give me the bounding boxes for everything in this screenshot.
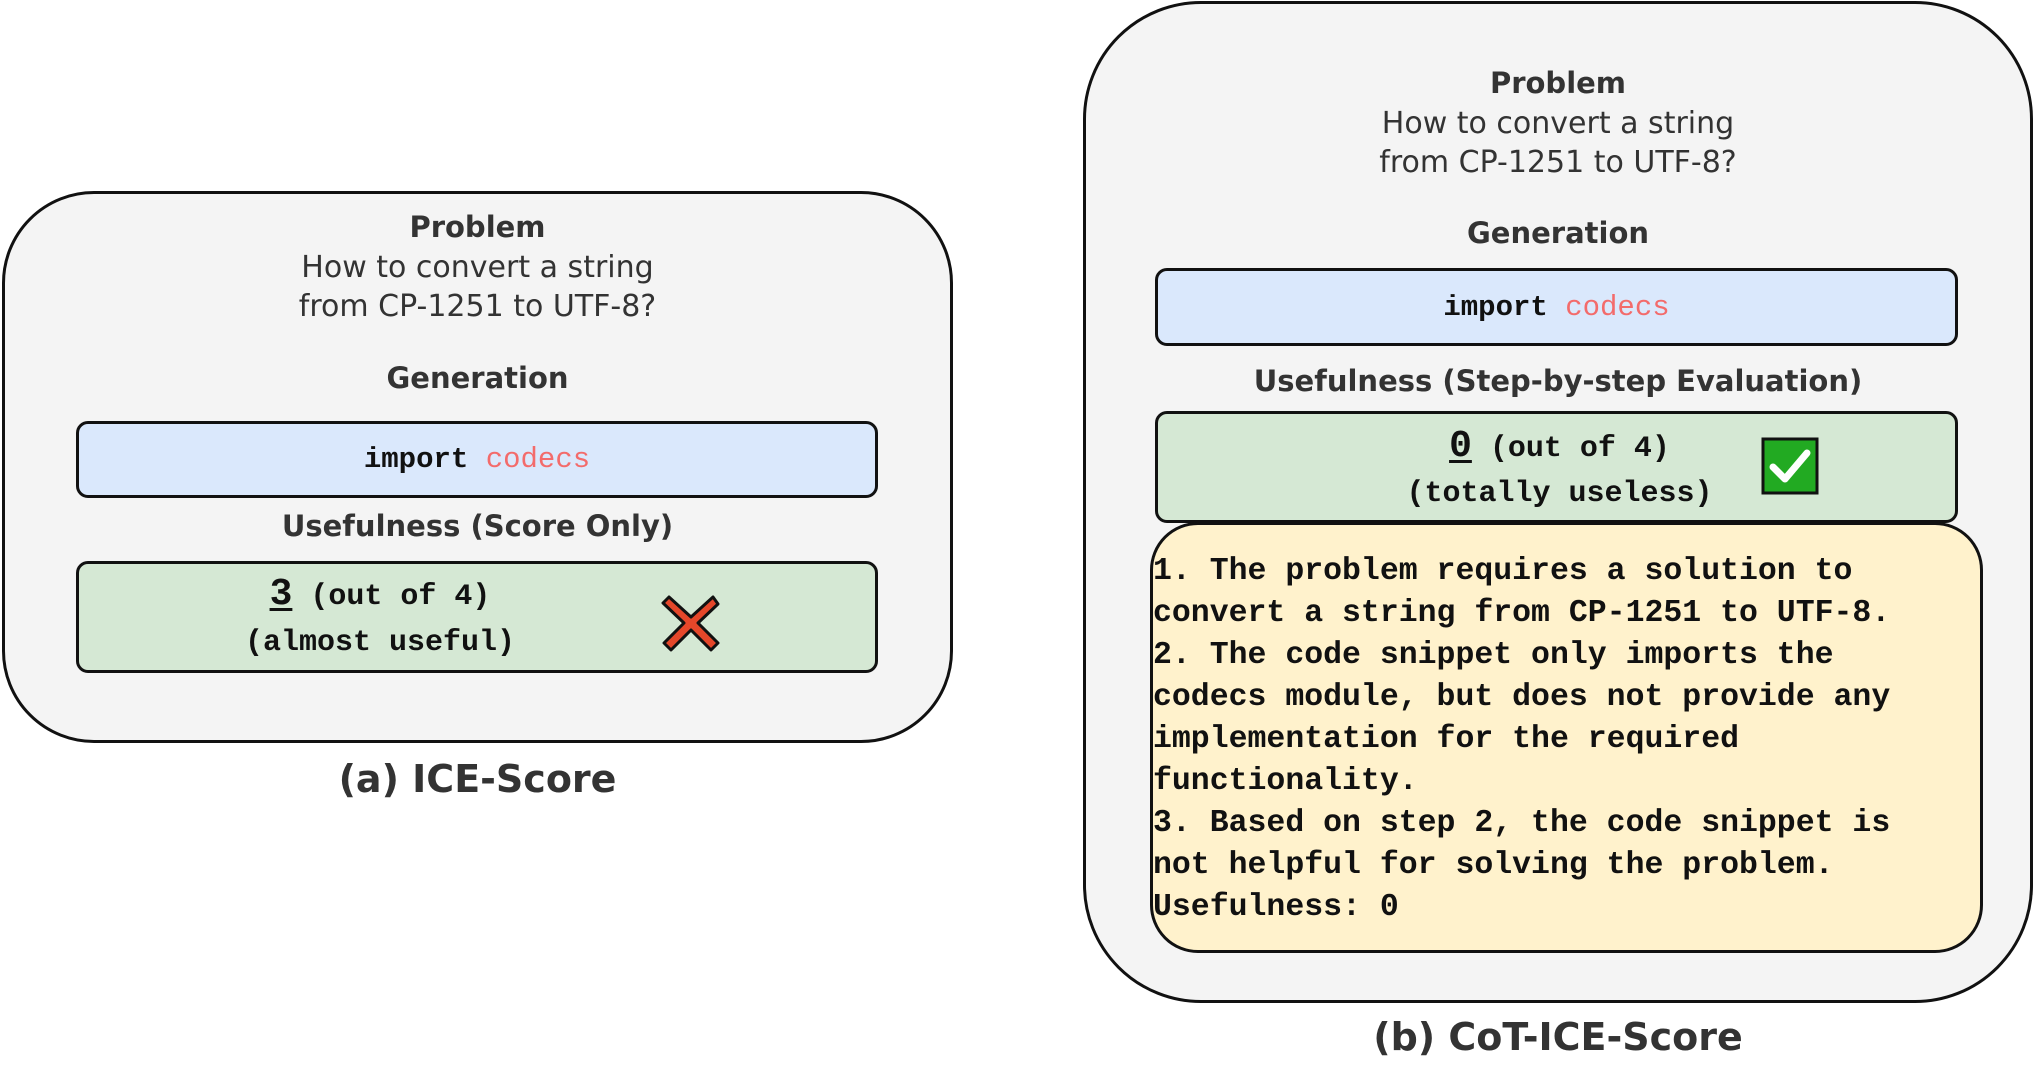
code-snippet-a: import codecs [79, 443, 875, 476]
code-keyword-b: import [1443, 291, 1548, 324]
explanation-box: 1. The problem requires a solution to co… [1150, 522, 1983, 953]
score-box-b: 0 (out of 4) (totally useless) [1155, 411, 1958, 523]
score-box-a: 3 (out of 4) (almost useful) [76, 561, 878, 673]
explanation-line: Usefulness: 0 [1153, 890, 1399, 925]
score-line-b: 0 (out of 4) [1158, 424, 1961, 472]
score-value-b: 0 [1449, 425, 1472, 468]
code-keyword-a: import [363, 443, 469, 476]
red-cross-icon [661, 595, 720, 652]
explanation-line: 2. The code snippet only imports the [1153, 638, 1834, 673]
generation-heading-a: Generation [386, 361, 569, 395]
problem-line2-b: from CP-1251 to UTF-8? [1379, 145, 1737, 180]
code-box-b: import codecs [1155, 268, 1958, 346]
explanation-line: 1. The problem requires a solution to [1153, 554, 1853, 589]
problem-heading-b: Problem [1489, 66, 1627, 100]
explanation-line: convert a string from CP-1251 to UTF-8. [1153, 596, 1891, 631]
explanation-line: implementation for the required [1153, 722, 1739, 757]
problem-line1-a: How to convert a string [301, 250, 654, 285]
score-value-a: 3 [269, 573, 293, 616]
code-module-a: codecs [485, 443, 591, 476]
usefulness-heading-b: Usefulness (Step-by-step Evaluation) [1253, 364, 1863, 398]
caption-a: (a) ICE-Score [338, 757, 617, 801]
problem-heading-a: Problem [409, 210, 546, 244]
problem-text-a: How to convert a string from CP-1251 to … [0, 248, 955, 326]
code-module-b: codecs [1565, 291, 1670, 324]
problem-line1-b: How to convert a string [1381, 106, 1735, 141]
problem-text-b: How to convert a string from CP-1251 to … [1083, 104, 2033, 182]
score-label-a: (almost useful) [244, 626, 516, 660]
score-suffix-b: (out of 4) [1489, 432, 1670, 466]
usefulness-heading-a: Usefulness (Score Only) [281, 509, 674, 543]
explanation-text: 1. The problem requires a solution to co… [1153, 551, 1890, 929]
green-check-icon [1761, 437, 1819, 495]
explanation-line: 3. Based on step 2, the code snippet is [1153, 806, 1891, 841]
explanation-line: functionality. [1153, 764, 1418, 799]
code-box-a: import codecs [76, 421, 878, 498]
score-label-b: (totally useless) [1406, 477, 1713, 511]
caption-b: (b) CoT-ICE-Score [1373, 1015, 1743, 1059]
explanation-line: not helpful for solving the problem. [1153, 848, 1834, 883]
problem-line2-a: from CP-1251 to UTF-8? [298, 289, 657, 324]
code-snippet-b: import codecs [1158, 291, 1955, 324]
score-suffix-a: (out of 4) [310, 580, 491, 614]
explanation-line: codecs module, but does not provide any [1153, 680, 1891, 715]
generation-heading-b: Generation [1466, 216, 1650, 250]
score-line-a: 3 (out of 4) [0, 572, 781, 620]
